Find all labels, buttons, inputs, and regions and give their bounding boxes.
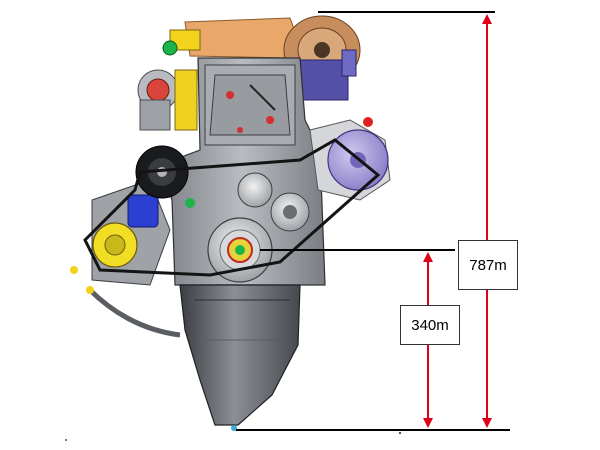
idler-pulley-1 [237,172,273,208]
green-fitting-icon [185,198,195,208]
oil-pan [179,284,301,426]
left-turbo [137,69,198,131]
ac-compressor [309,117,391,201]
serpentine-belt [83,138,381,277]
green-cap-icon [162,40,178,56]
turbocharger [283,15,361,101]
total-height-label: 787m [458,240,518,290]
tensioner-pulley [135,145,189,199]
intake-manifold [184,17,301,59]
blue-pump [127,194,159,228]
engine-illustration [70,15,391,431]
dipstick-tube [88,288,181,338]
yellow-bracket [169,29,201,51]
crank-height-label: 340m [400,305,460,345]
